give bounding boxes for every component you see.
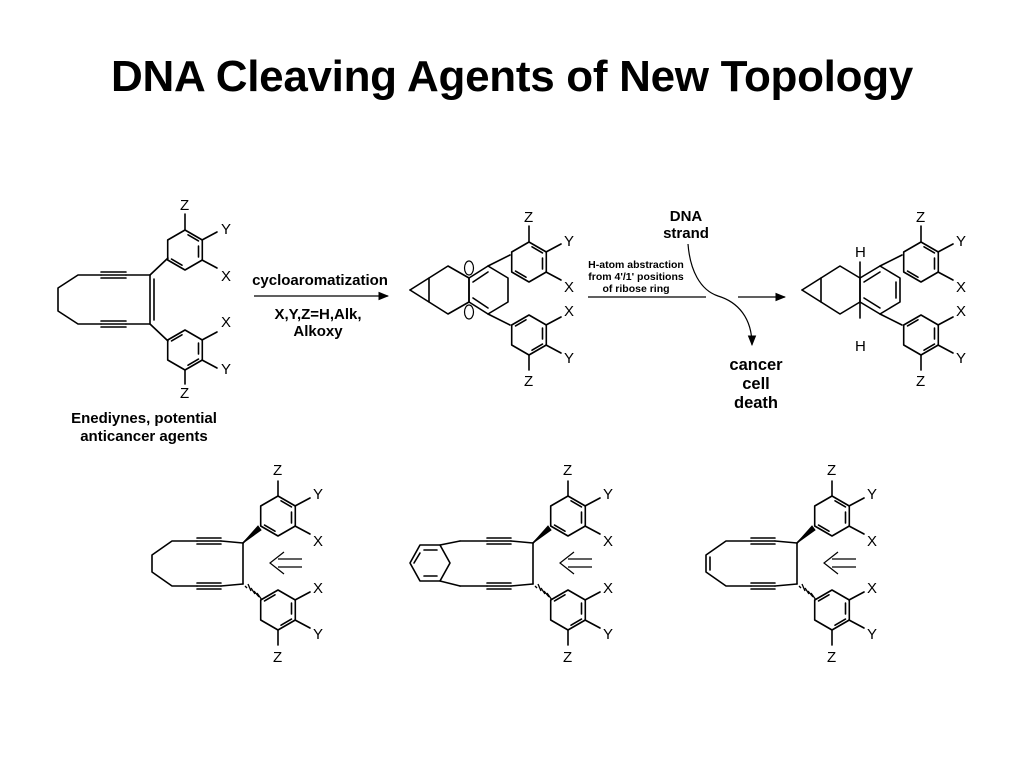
sub-z: Z [563,649,572,666]
enediyne-caption: Enediynes, potential [71,410,217,427]
cyclic-enediyne-b [409,481,600,645]
dna-label: strand [663,225,709,242]
sub-z: Z [827,649,836,666]
cyclic-enediyne-a [151,481,310,645]
arrow-label: cycloaromatization [252,272,388,289]
sub-x: X [603,533,613,550]
sub-y: Y [956,350,966,367]
arrow-label: X,Y,Z=H,Alk, [274,306,361,323]
slide-title: DNA Cleaving Agents of New Topology [111,52,913,101]
sub-x: X [564,279,574,296]
sub-y: Y [867,486,877,503]
sub-z: Z [273,462,282,479]
sub-x: X [603,580,613,597]
sub-z: Z [563,462,572,479]
sub-z: Z [524,209,533,226]
outcome-label: death [734,394,778,412]
sub-x: X [956,279,966,296]
sub-y: Y [956,233,966,250]
sub-z: Z [273,649,282,666]
sub-y: Y [603,626,613,643]
sub-x: X [221,314,231,331]
sub-y: Y [564,350,574,367]
dna-label: DNA [670,208,703,225]
sub-x: X [867,533,877,550]
sub-x: X [564,303,574,320]
outcome-label: cell [742,375,770,393]
sub-z: Z [916,373,925,390]
sub-z: Z [827,462,836,479]
sub-x: X [221,268,231,285]
arrow-label: of ribose ring [602,283,669,295]
dna-curved-arrow [687,243,757,347]
aromatized-product [801,225,954,371]
arrow-label: H-atom abstraction [588,259,684,271]
cyclic-enediyne-c [705,481,864,645]
arrow-label: from 4'/1' positions [588,271,684,283]
sub-h: H [855,244,866,261]
sub-y: Y [564,233,574,250]
arrow-label: Alkoxy [293,323,343,340]
sub-z: Z [180,197,189,214]
sub-x: X [313,580,323,597]
sub-y: Y [221,221,231,238]
sub-z: Z [916,209,925,226]
sub-x: X [313,533,323,550]
diradical-intermediate [409,225,562,371]
enediyne-molecule [57,213,218,385]
sub-y: Y [313,626,323,643]
sub-z: Z [524,373,533,390]
sub-h: H [855,338,866,355]
sub-z: Z [180,385,189,402]
sub-y: Y [603,486,613,503]
sub-y: Y [867,626,877,643]
sub-x: X [956,303,966,320]
sub-y: Y [221,361,231,378]
sub-y: Y [313,486,323,503]
sub-x: X [867,580,877,597]
enediyne-caption: anticancer agents [80,428,208,445]
outcome-label: cancer [729,356,783,374]
